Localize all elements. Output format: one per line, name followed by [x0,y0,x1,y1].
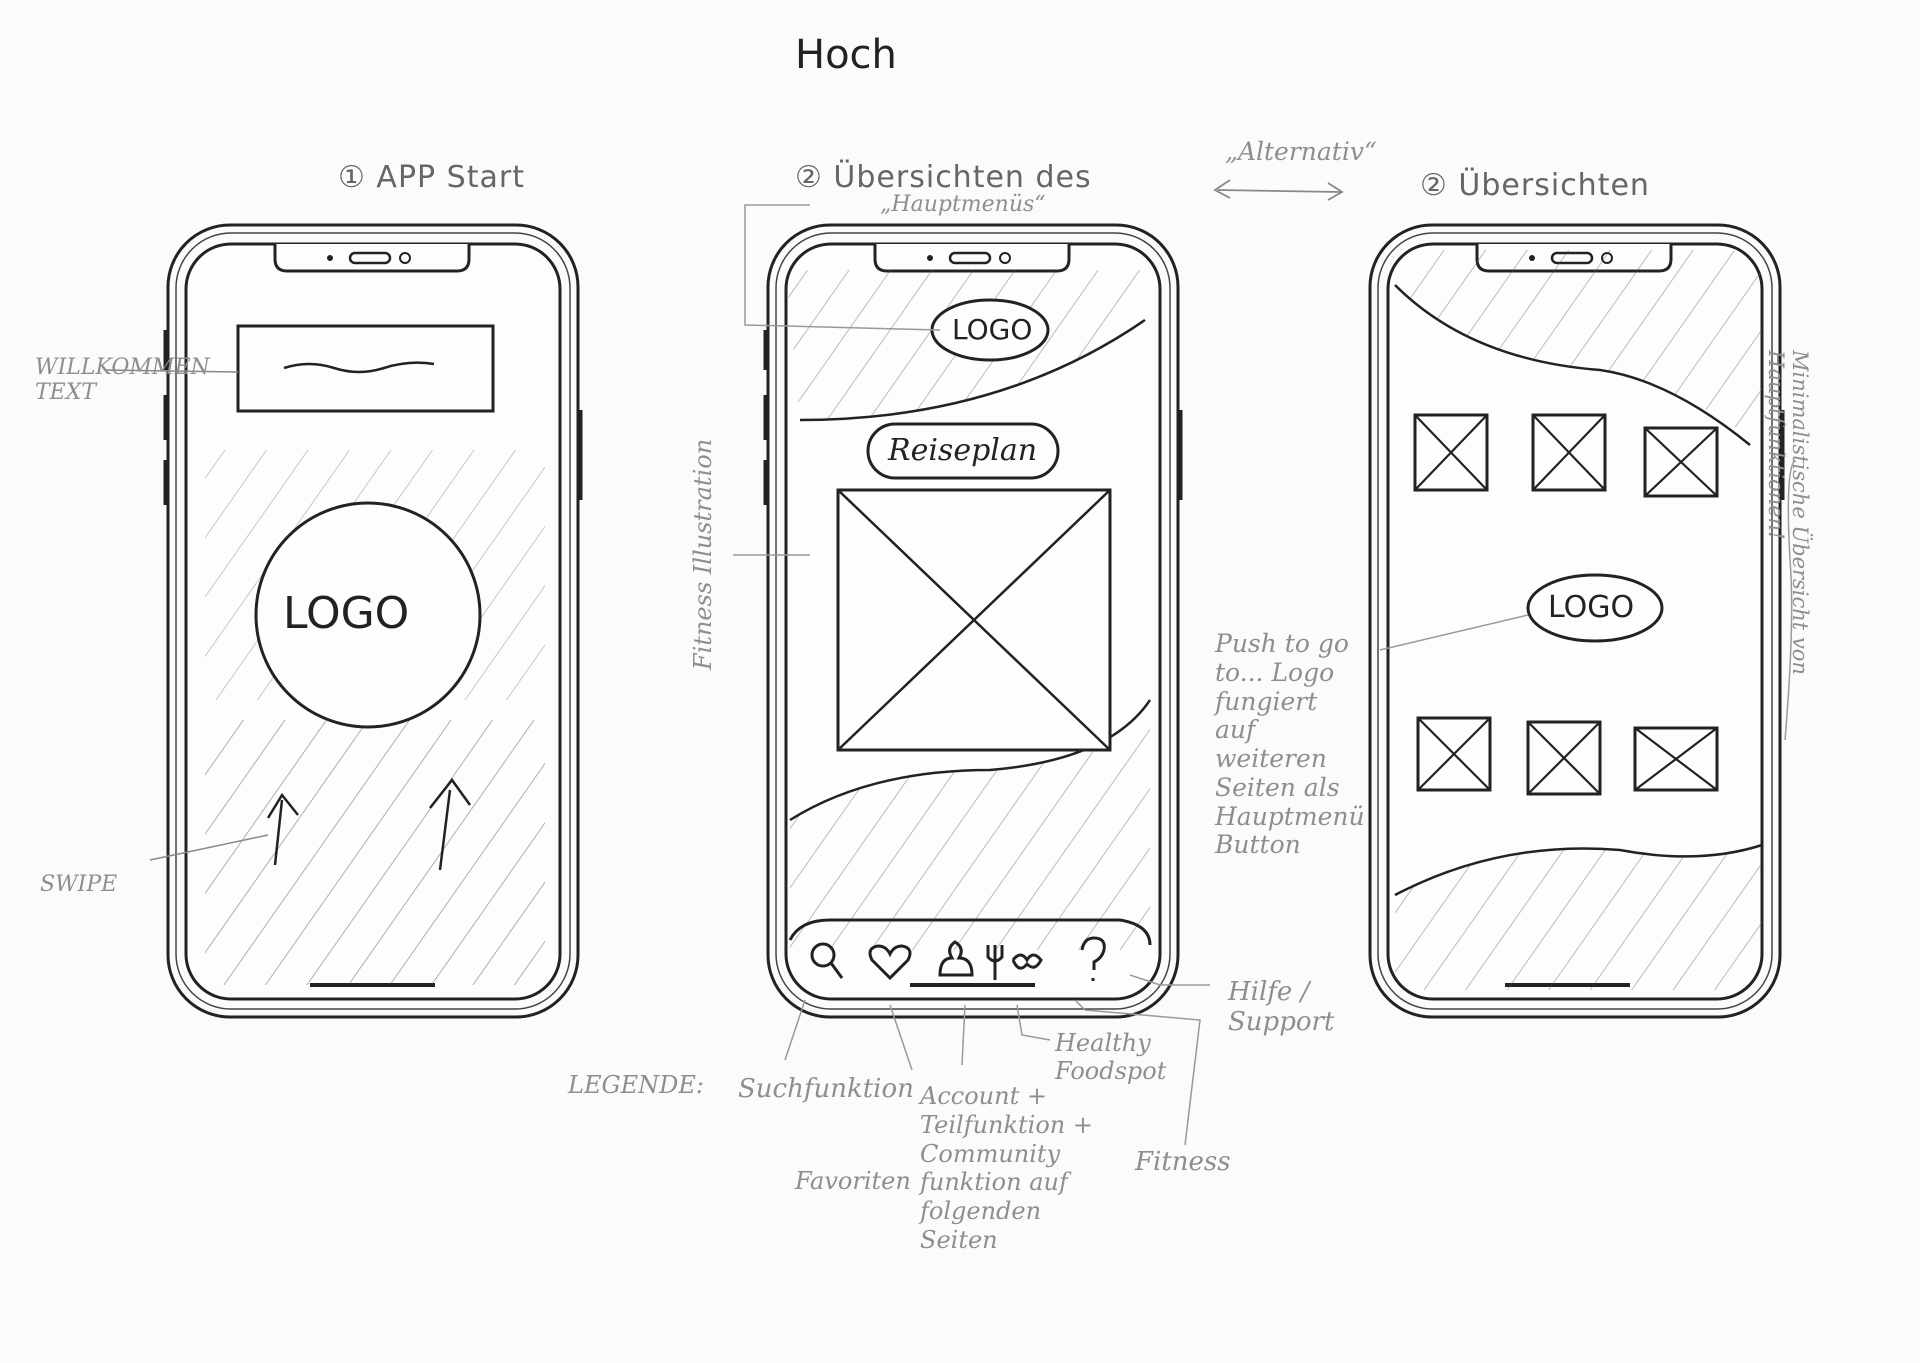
phone-1 [104,223,583,1019]
legend-label: LEGENDE: [568,1071,704,1099]
legend-help: Hilfe / Support [1228,977,1335,1037]
screen3-logo[interactable]: LOGO [1548,590,1635,625]
screen2-heading: ② Übersichten des [795,160,1092,195]
reiseplan-button[interactable]: Reiseplan [888,433,1038,468]
legend-account: Account + Teilfunktion + Community funkt… [920,1082,1094,1254]
search-icon[interactable] [810,942,836,968]
welcome-note: WILLKOMMEN TEXT [35,355,210,406]
alternativ-label: „Alternativ“ [1225,137,1377,166]
illustration-note: Fitness Illustration [689,438,717,670]
screen2-logo[interactable]: LOGO [952,313,1033,346]
push-note: Push to go to... Logo fungiert auf weite… [1215,629,1365,860]
screen1-logo: LOGO [283,588,410,639]
page-title: Hoch [795,32,897,78]
swipe-note: SWIPE [40,872,118,897]
fitness-icon[interactable] [1011,953,1043,970]
heart-icon[interactable] [868,944,912,981]
food-icon[interactable] [986,945,1004,980]
minimal-note: Minimalistische Übersicht von Hauptfunkt… [1763,350,1812,675]
legend-search: Suchfunktion [738,1074,914,1104]
screen1-heading: ① APP Start [338,160,525,195]
legend-favorites: Favoriten [795,1167,911,1195]
account-icon[interactable] [938,940,974,977]
help-icon[interactable] [1080,936,1106,981]
legend-healthy: Healthy Foodspot [1055,1029,1167,1085]
screen2-heading-sub: „Hauptmenüs“ [880,192,1046,217]
legend-fitness: Fitness [1135,1147,1231,1177]
phone-2 [733,204,1210,1146]
nav-bar [810,936,1106,981]
phone-3 [1368,223,1796,1019]
screen3-heading: ② Übersichten [1420,168,1650,203]
